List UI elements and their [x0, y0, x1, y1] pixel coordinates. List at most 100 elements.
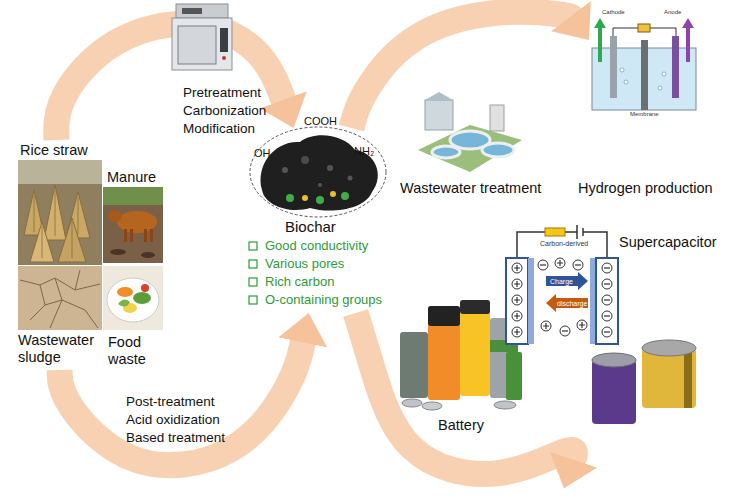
application-item: Battery — [392, 292, 530, 437]
supercapacitor-schematic — [602, 327, 612, 337]
battery-illustration — [422, 402, 442, 410]
electrolysis-cell — [662, 72, 666, 76]
electrolysis-cell — [598, 26, 602, 62]
feature-item: Good conductivity — [265, 238, 415, 254]
supercapacitor-schematic — [546, 272, 588, 290]
node-caption: Manure — [107, 169, 169, 186]
feedstock-item: Rice straw — [16, 140, 102, 268]
process-step: Modification — [183, 120, 255, 138]
feature-item: O-containing groups — [265, 292, 415, 308]
process-step: Carbonization — [183, 102, 266, 120]
application-item: Hydrogen production — [575, 40, 725, 200]
capacitor-photo — [642, 340, 696, 356]
treatment-plant-illustration — [425, 100, 453, 130]
capacitor-photo — [592, 340, 696, 424]
process-step: Acid oxidization — [126, 411, 220, 429]
treatment-plant-illustration — [425, 92, 453, 100]
biochar-particle — [330, 191, 336, 197]
application-item: Supercapacitor — [505, 220, 730, 435]
food-waste-photo — [107, 278, 159, 322]
supercapacitor-schematic — [506, 225, 618, 344]
battery-illustration — [400, 332, 428, 398]
sludge-photo — [18, 266, 102, 330]
supercapacitor-schematic — [596, 258, 618, 344]
functional-group: NH₂ — [354, 144, 374, 158]
sludge-photo — [20, 270, 100, 328]
supercapacitor-schematic — [577, 320, 587, 330]
feedstock-item: Manure — [102, 168, 168, 266]
supercapacitor-schematic — [506, 258, 528, 344]
supercapacitor-schematic — [602, 295, 612, 305]
electrolysis-cell — [592, 18, 696, 110]
biochar-particle — [348, 176, 353, 181]
food-waste-photo — [117, 287, 133, 297]
checkbox-symbol — [249, 242, 257, 250]
supercapacitor-schematic — [602, 311, 612, 321]
biochar-particle — [282, 167, 288, 173]
supercapacitor-schematic — [528, 258, 534, 344]
electrolysis-cell — [624, 80, 628, 84]
biochar-particle — [327, 165, 333, 171]
supercapacitor-schematic — [602, 279, 612, 289]
biochar-particle — [316, 196, 324, 204]
manure-photo — [150, 229, 153, 242]
electrode-label: Cathode — [602, 9, 625, 17]
supercapacitor-schematic — [512, 311, 522, 321]
checkbox-symbol — [249, 296, 257, 304]
biochar-particle — [286, 194, 294, 202]
battery-illustration — [400, 300, 522, 410]
process-step: Pretreatment — [183, 84, 261, 102]
food-waste-photo — [103, 266, 163, 330]
sludge-photo — [18, 266, 102, 330]
biochar-particle — [250, 127, 386, 217]
manure-photo — [130, 229, 133, 242]
capacitor-photo — [592, 353, 636, 367]
supercapacitor-schematic — [538, 260, 548, 270]
battery-illustration — [428, 306, 460, 400]
process-step: Post-treatment — [126, 393, 215, 411]
rice-straw-photo — [18, 160, 102, 265]
biochar-particle — [318, 183, 322, 187]
cycle-arrow — [351, 12, 572, 128]
capacitor-photo — [684, 348, 692, 408]
biochar-particle — [302, 195, 308, 201]
electrode-label: Anode — [664, 9, 681, 17]
electrolysis-cell — [658, 86, 662, 90]
manure-photo — [103, 187, 163, 263]
electrode-label: Carbon-derived — [540, 239, 588, 248]
node-caption: Hydrogen production — [578, 180, 725, 197]
node-caption: Food waste — [108, 334, 182, 369]
furnace-illustration — [182, 8, 202, 14]
supercapacitor-schematic — [545, 228, 565, 236]
feature-item: Rich carbon — [265, 274, 415, 290]
manure-photo — [103, 187, 163, 263]
process-step: Based treatment — [126, 429, 225, 447]
supercapacitor-schematic — [512, 263, 522, 273]
supercapacitor-schematic — [560, 326, 570, 336]
food-waste-photo — [141, 284, 149, 292]
rice-straw-photo — [18, 160, 102, 184]
furnace-illustration — [220, 28, 228, 52]
furnace-illustration — [172, 18, 232, 70]
feature-item: Various pores — [265, 256, 415, 272]
cycle-arrow — [60, 340, 303, 465]
supercapacitor-schematic — [512, 327, 522, 337]
electrolysis-cell — [686, 26, 690, 62]
biochar-particle — [301, 156, 309, 164]
rice-straw-photo — [34, 190, 78, 258]
manure-photo — [124, 229, 127, 242]
node-caption: Rice straw — [20, 142, 102, 159]
cycle-arrow — [56, 24, 284, 140]
supercapacitor-schematic — [512, 295, 522, 305]
supercapacitor-schematic — [573, 260, 583, 270]
electrolysis-cell — [610, 36, 617, 98]
manure-photo — [103, 187, 163, 205]
node-caption: Wastewater treatment — [400, 180, 548, 197]
treatment-plant-illustration — [432, 146, 460, 158]
supercapacitor-schematic — [602, 263, 612, 273]
manure-photo — [110, 249, 126, 255]
checkbox-symbol — [249, 242, 257, 304]
manure-photo — [108, 210, 122, 222]
